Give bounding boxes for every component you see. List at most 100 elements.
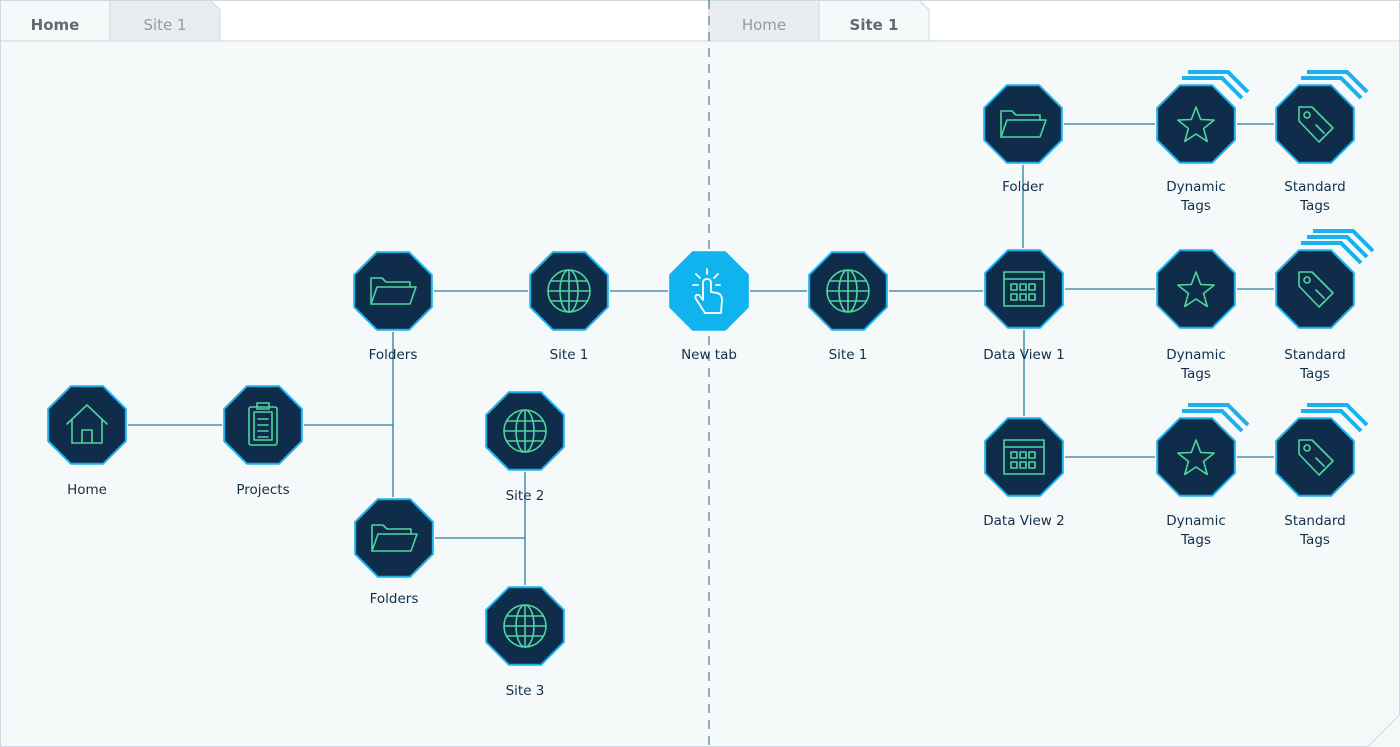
node-label: Tags [1180, 532, 1211, 548]
node-label: Tags [1180, 198, 1211, 214]
tag-icon [1298, 106, 1334, 143]
node-site2[interactable]: Site 2 [485, 391, 565, 504]
tab-site-1[interactable]: Site 1 [818, 0, 930, 42]
node-new-tab[interactable]: New tab [669, 251, 749, 363]
clipboard-icon [248, 402, 278, 446]
node-label: Folders [369, 347, 418, 363]
stack-layer [1182, 76, 1244, 100]
panel-background [709, 41, 1400, 747]
node-site1-right[interactable]: Site 1 [808, 251, 888, 363]
folder-icon [370, 277, 417, 305]
folder-icon [371, 524, 418, 552]
node-octagon [984, 249, 1064, 329]
stack-layer [1307, 403, 1369, 427]
node-home[interactable]: Home [47, 385, 127, 498]
tab-home[interactable]: Home [708, 0, 820, 42]
node-label: Tags [1299, 366, 1330, 382]
node-label: Folder [1002, 179, 1044, 195]
node-label: Standard [1284, 179, 1345, 195]
tab-shape [818, 0, 930, 42]
node-label: Data View 1 [983, 347, 1064, 363]
stack-layer [1182, 409, 1244, 433]
node-label: Site 3 [506, 683, 545, 699]
stack-layer [1301, 76, 1363, 100]
home-icon [66, 404, 108, 444]
tab-label: Site 1 [143, 16, 186, 34]
tab-site-1[interactable]: Site 1 [109, 0, 221, 42]
node-octagon [669, 251, 749, 331]
globe-icon [547, 269, 591, 313]
node-octagon [1156, 417, 1236, 497]
panel-background [0, 41, 709, 747]
tab-label: Home [742, 16, 786, 34]
star-icon [1177, 271, 1215, 308]
node-octagon [1275, 417, 1355, 497]
node-data-view-1[interactable]: Data View 1 [983, 249, 1065, 363]
stack-layer [1188, 403, 1250, 427]
tab-shape [109, 0, 221, 42]
node-octagon [1275, 84, 1355, 164]
node-label: Site 1 [829, 347, 868, 363]
node-label: Tags [1180, 366, 1211, 382]
stack-layer [1307, 235, 1369, 259]
globe-icon [503, 604, 547, 648]
node-label: Home [67, 482, 107, 498]
folder-icon [1000, 110, 1047, 138]
node-octagon [1156, 249, 1236, 329]
grid-view-icon [1003, 271, 1045, 307]
tap-icon [692, 268, 723, 314]
node-octagon [47, 385, 127, 465]
node-label: Site 2 [506, 488, 545, 504]
tab-home[interactable]: Home [0, 0, 111, 42]
node-folder[interactable]: Folder [983, 84, 1063, 195]
node-label: Standard [1284, 513, 1345, 529]
node-site1-left[interactable]: Site 1 [529, 251, 609, 363]
node-label: Dynamic [1166, 179, 1226, 195]
node-label: New tab [681, 347, 737, 363]
node-octagon [353, 251, 433, 331]
node-data-view-2[interactable]: Data View 2 [983, 417, 1065, 529]
stack-layer [1307, 70, 1369, 94]
star-icon [1177, 106, 1215, 143]
node-label: Data View 2 [983, 513, 1064, 529]
node-label: Folders [370, 591, 419, 607]
tab-label: Home [31, 16, 80, 34]
node-folders-top[interactable]: Folders [353, 251, 433, 363]
tag-icon [1298, 271, 1334, 308]
node-label: Dynamic [1166, 513, 1226, 529]
node-octagon [984, 417, 1064, 497]
tag-icon [1298, 439, 1334, 476]
connector-lines [128, 123, 1274, 585]
star-icon [1177, 439, 1215, 476]
node-label: Tags [1299, 198, 1330, 214]
grid-view-icon [1003, 439, 1045, 475]
node-octagon [354, 498, 434, 578]
node-octagon [1275, 249, 1355, 329]
node-octagon [1156, 84, 1236, 164]
node-folders-bottom[interactable]: Folders [354, 498, 434, 607]
node-label: Dynamic [1166, 347, 1226, 363]
stack-layer [1188, 70, 1250, 94]
stack-layer [1301, 409, 1363, 433]
node-label: Tags [1299, 532, 1330, 548]
node-projects[interactable]: Projects [223, 385, 303, 498]
node-site3[interactable]: Site 3 [485, 586, 565, 699]
stack-layer [1313, 229, 1375, 253]
node-label: Projects [236, 482, 289, 498]
stack-layer [1301, 241, 1363, 265]
globe-icon [503, 409, 547, 453]
node-label: Standard [1284, 347, 1345, 363]
tab-label: Site 1 [850, 16, 899, 34]
node-octagon [983, 84, 1063, 164]
